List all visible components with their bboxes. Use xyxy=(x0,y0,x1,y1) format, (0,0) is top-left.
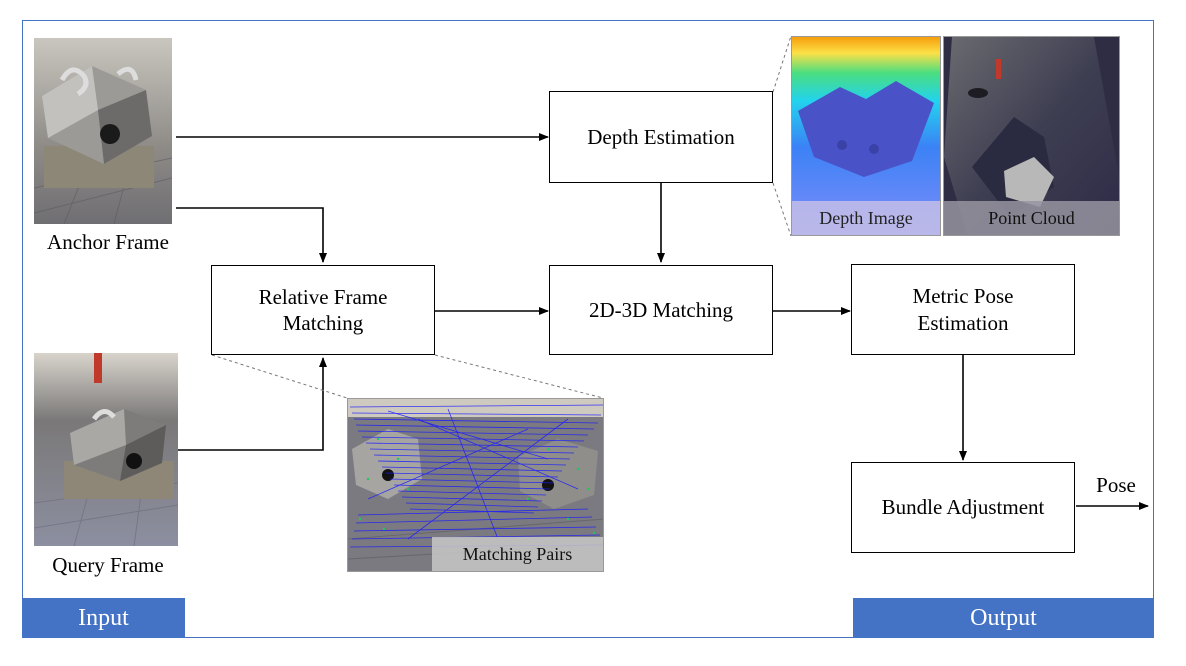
depth-image: Depth Image xyxy=(791,36,941,236)
depth-image-caption-text: Depth Image xyxy=(819,207,913,228)
output-tab: Output xyxy=(853,598,1154,638)
bundle-adjustment-box: Bundle Adjustment xyxy=(851,462,1075,553)
dashed-relative-to-matching-right xyxy=(434,354,604,399)
dashed-depth-to-image-bottom xyxy=(772,182,792,237)
matching-2d3d-box: 2D-3D Matching xyxy=(549,265,773,355)
input-tab-label: Input xyxy=(78,604,129,631)
pose-output-label: Pose xyxy=(1096,473,1136,497)
bundle-adjustment-label: Bundle Adjustment xyxy=(881,495,1045,520)
arrow-query-to-relative xyxy=(178,357,327,451)
matching-pairs-caption: Matching Pairs xyxy=(432,537,603,571)
relative-frame-matching-line2: Matching xyxy=(282,311,364,335)
dashed-relative-to-matching-left xyxy=(211,354,348,399)
anchor-frame-image xyxy=(34,38,172,224)
depth-estimation-label: Depth Estimation xyxy=(587,124,735,149)
anchor-frame-label: Anchor Frame xyxy=(47,230,169,254)
point-cloud-caption-text: Point Cloud xyxy=(988,207,1075,228)
relative-frame-matching-box: Relative Frame Matching xyxy=(211,265,435,355)
depth-image-caption: Depth Image xyxy=(792,201,940,235)
matching-2d3d-label: 2D-3D Matching xyxy=(588,297,734,322)
relative-frame-matching-line1: Relative Frame xyxy=(258,284,388,309)
point-cloud-image: Point Cloud xyxy=(943,36,1120,236)
metric-pose-estimation-box: Metric Pose Estimation xyxy=(851,264,1075,355)
output-tab-label: Output xyxy=(970,604,1037,631)
query-frame-image xyxy=(34,353,178,546)
dashed-depth-to-image-top xyxy=(772,35,792,93)
metric-pose-line1: Metric Pose xyxy=(912,284,1014,309)
point-cloud-caption: Point Cloud xyxy=(944,201,1119,235)
arrow-anchor-to-relative xyxy=(176,207,327,263)
metric-pose-line2: Estimation xyxy=(917,310,1009,335)
input-tab: Input xyxy=(22,598,185,638)
query-frame-label: Query Frame xyxy=(52,553,164,577)
matching-pairs-caption-text: Matching Pairs xyxy=(462,543,573,564)
matching-pairs-image: Matching Pairs xyxy=(347,398,604,572)
diagram-frame xyxy=(22,20,1154,638)
depth-estimation-box: Depth Estimation xyxy=(549,91,773,183)
